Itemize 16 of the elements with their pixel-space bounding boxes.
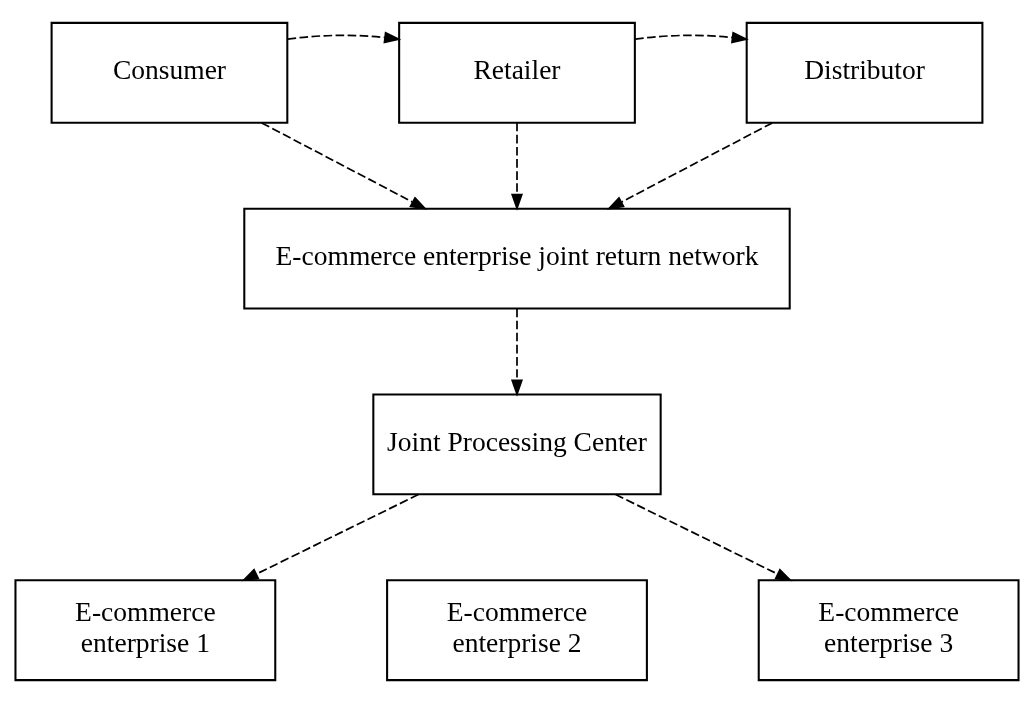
node-box: E-commerce enterprise joint return network [243,207,791,309]
arrow [241,493,420,581]
arrow [286,30,402,43]
node-box: E-commerce enterprise 1 [14,578,277,681]
arrow [634,30,749,43]
arrow [510,307,524,397]
node-box: E-commerce enterprise 3 [757,578,1020,681]
node-box: Retailer [398,21,636,124]
arrow [510,121,524,211]
node-box: Joint Processing Center [372,393,662,495]
node-box: Consumer [50,21,289,124]
node-box: E-commerce enterprise 2 [386,578,648,681]
node-box: Distributor [745,21,984,124]
arrow [606,121,774,210]
arrow [614,493,793,581]
arrow [260,121,428,210]
